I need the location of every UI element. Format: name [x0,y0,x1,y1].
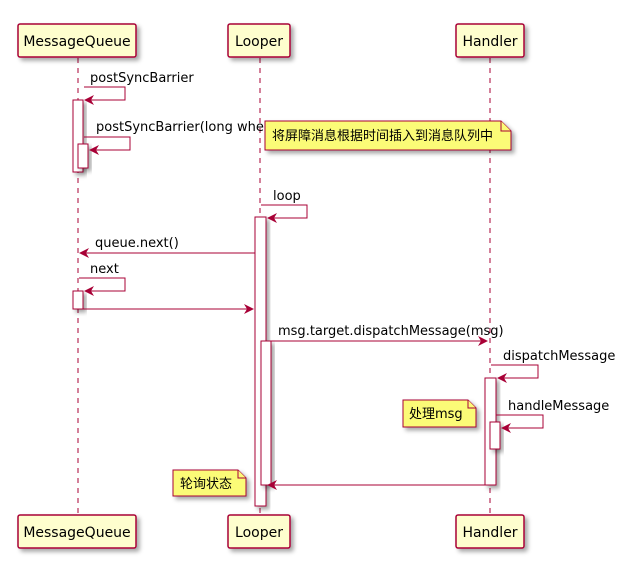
message-post-sync-barrier: postSyncBarrier [84,71,194,105]
activation-messagequeue-3 [72,290,84,310]
activation-messagequeue-2 [77,143,89,169]
activation-looper-2 [260,340,272,486]
note-polling-state [172,469,247,497]
participant-looper-label: Looper [235,34,283,50]
note-insert-barrier [264,120,512,151]
message-post-sync-barrier-long: postSyncBarrier(long when) [84,120,277,155]
participant-messagequeue-top: MessageQueue [17,23,137,58]
message-label: msg.target.dispatchMessage(msg) [278,324,504,339]
activation-messagequeue-1 [72,99,84,173]
message-label: loop [273,189,301,204]
message-label: postSyncBarrier(long when) [96,120,277,135]
activation-handler-2 [489,421,501,450]
participant-handler-label: Handler [462,525,517,541]
message-next: next [79,262,126,296]
message-dispatch-message: dispatchMessage [491,349,615,383]
message-label: next [90,262,119,277]
message-label: handleMessage [508,399,609,414]
participant-messagequeue-label: MessageQueue [23,525,130,541]
message-label: dispatchMessage [503,349,615,364]
message-dispatch-to-handler: msg.target.dispatchMessage(msg) [266,324,504,346]
participant-messagequeue-label: MessageQueue [23,34,130,50]
note-polling-state-text: 轮询状态 [180,477,232,492]
note-insert-barrier-text: 将屏障消息根据时间插入到消息队列中 [272,128,493,144]
note-handle-msg-text: 处理msg [409,407,463,422]
participant-looper-top: Looper [227,23,291,58]
participant-handler-bottom: Handler [455,514,525,549]
participant-looper-bottom: Looper [227,514,291,549]
participant-looper-label: Looper [235,525,283,541]
participant-messagequeue-bottom: MessageQueue [17,514,137,549]
participant-handler-top: Handler [455,23,525,58]
message-loop: loop [261,189,308,223]
participant-handler-label: Handler [462,34,517,50]
message-queue-next: queue.next() [79,236,255,258]
note-handle-msg [402,399,477,428]
message-label: postSyncBarrier [90,71,194,86]
message-handle-message: handleMessage [496,399,609,433]
message-label: queue.next() [95,236,179,251]
